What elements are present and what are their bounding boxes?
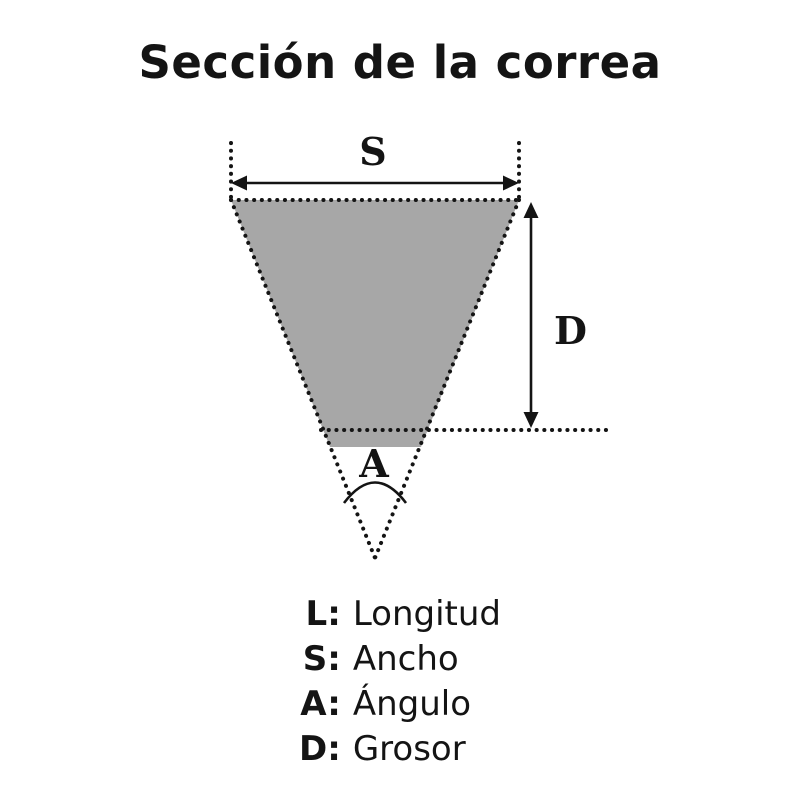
- width-arrowhead-right-icon: [503, 175, 519, 191]
- depth-arrowhead-bottom-icon: [523, 412, 539, 428]
- angle-arc: [342, 481, 408, 504]
- legend: L: Longitud S: Ancho A: Ángulo D: Grosor: [0, 592, 800, 772]
- page-title: Sección de la correa: [138, 36, 662, 89]
- width-label: S: [359, 129, 386, 174]
- legend-word-angulo: Ángulo: [352, 684, 471, 724]
- belt-cross-section-shape: [231, 200, 519, 447]
- legend-letter-S: S:: [302, 639, 341, 679]
- legend-letter-A: A:: [300, 684, 341, 724]
- legend-letter-D: D:: [298, 729, 341, 769]
- depth-arrowhead-top-icon: [523, 202, 539, 218]
- right-v-dotted-line: [373, 198, 521, 560]
- depth-label: D: [554, 308, 587, 353]
- angle-label: A: [358, 441, 389, 486]
- legend-word-longitud: Longitud: [352, 594, 501, 634]
- legend-word-ancho: Ancho: [352, 639, 459, 679]
- legend-word-grosor: Grosor: [352, 729, 466, 769]
- width-arrowhead-left-icon: [231, 175, 247, 191]
- legend-letter-L: L:: [305, 594, 341, 634]
- left-v-dotted-line: [229, 198, 377, 560]
